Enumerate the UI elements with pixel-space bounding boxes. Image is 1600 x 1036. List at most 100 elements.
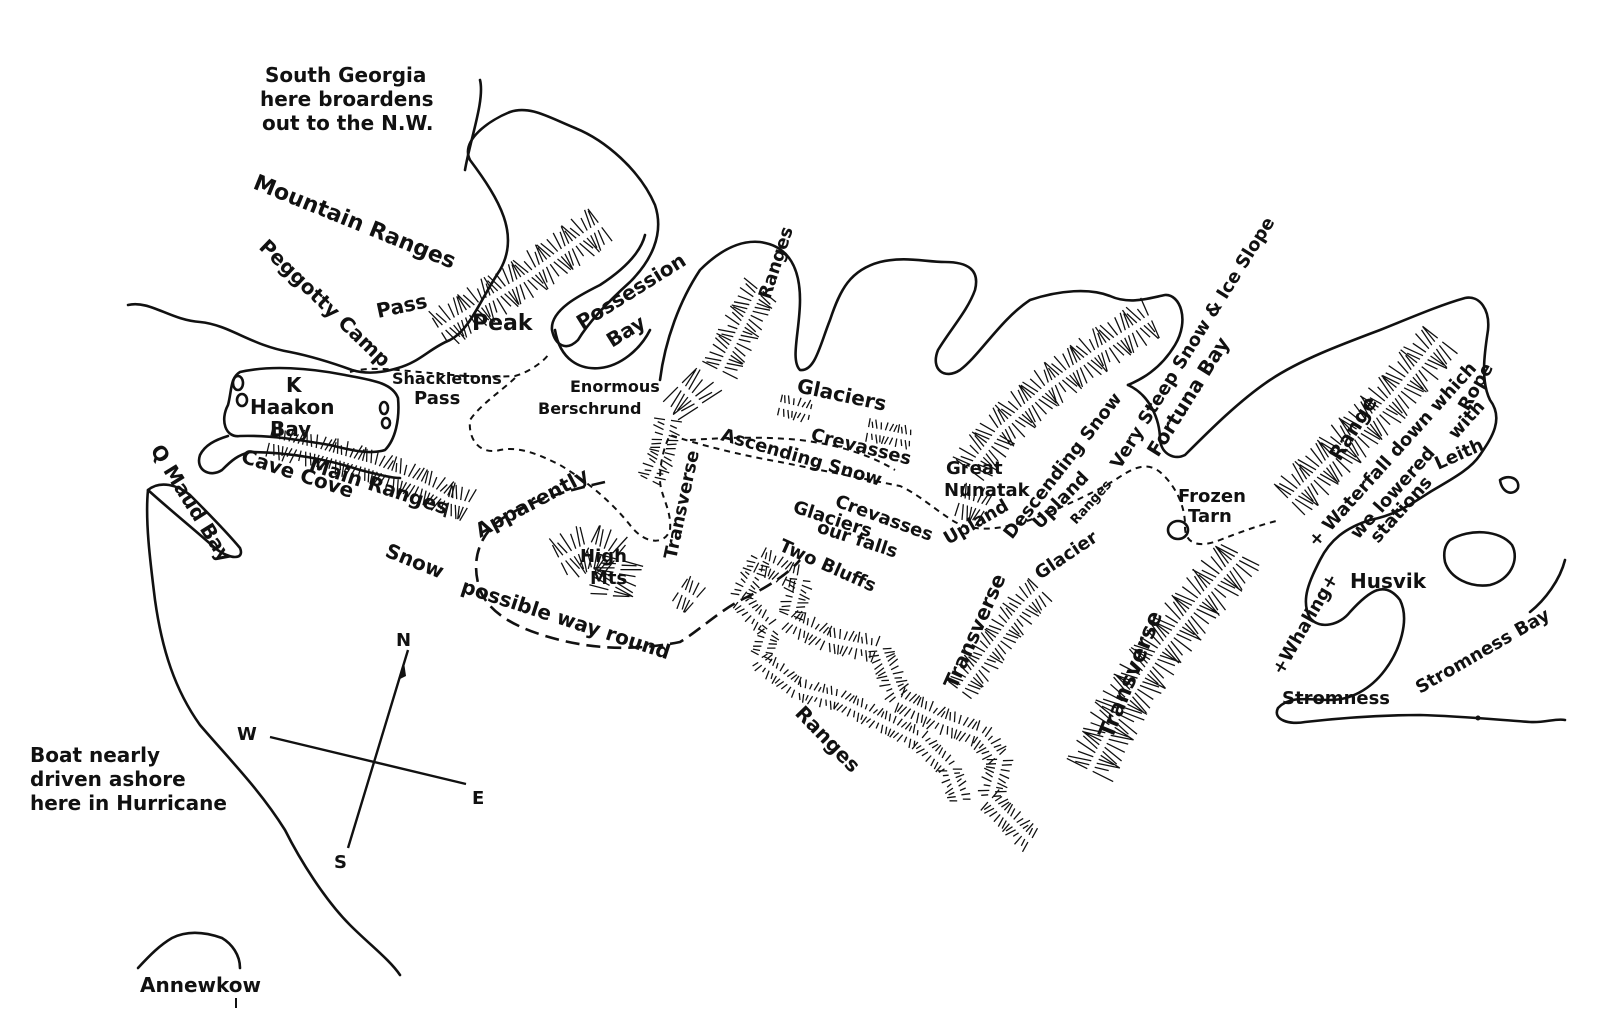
ridge-high-mts-hachures — [548, 525, 644, 598]
compass-ns-line — [346, 649, 410, 849]
ridge-high-mts — [548, 525, 644, 598]
label-pass: Pass — [374, 289, 429, 323]
label-ice-slope: Very Steep Snow & Ice Slope — [1106, 213, 1279, 472]
ridge-glacier-a-hachures — [776, 394, 813, 423]
stromness-bay-right — [1528, 558, 1567, 614]
ridge-glacier-a — [776, 394, 813, 423]
label-high: High — [580, 546, 627, 567]
ridge-peak-hachures — [428, 208, 613, 345]
ridge-ranges-north — [702, 277, 777, 380]
nw-coast — [463, 78, 483, 172]
ridge-nunatak-mass — [952, 297, 1160, 482]
stromness-coast — [1275, 453, 1567, 725]
label-q-maud-bay: Q Maud Bay — [146, 440, 237, 566]
label-descending-snow: Descending Snow — [999, 389, 1126, 543]
maud-bay-coast — [146, 483, 243, 559]
north-coast — [126, 108, 660, 374]
boat-note-line-3: here in Hurricane — [30, 791, 227, 815]
caption-line-1: South Georgia — [265, 63, 426, 87]
ridge-bluff-wave-2 — [730, 554, 971, 802]
ridge-small-1 — [671, 575, 706, 613]
ridge-transverse-2-hachures — [946, 577, 1053, 700]
label-k: K — [286, 373, 303, 397]
route-dotted-2 — [689, 436, 896, 471]
label-upland-2: Upland — [940, 495, 1012, 549]
ridge-nunatak-mass-hachures — [952, 297, 1160, 482]
lake-2 — [235, 392, 249, 408]
ridge-range-right-hachures — [1273, 325, 1458, 516]
southwest-coast — [145, 488, 402, 977]
ridge-peak — [428, 208, 613, 345]
ridge-nunatak-hachures — [954, 482, 996, 527]
ridge-transverse-big — [1066, 544, 1260, 783]
boat-note-line-1: Boat nearly — [30, 743, 160, 767]
possession-inner — [553, 328, 652, 370]
frozen-tarn — [1166, 519, 1190, 541]
label-haakon-bay: Bay — [270, 417, 311, 441]
lake-4 — [380, 416, 392, 430]
label-glacier: Glacier — [1031, 527, 1102, 584]
label-great: Great — [946, 458, 1003, 479]
label-shackletons-pass: Pass — [414, 388, 460, 409]
label-berschrund: Berschrund — [538, 399, 641, 418]
possession-bay-coast — [658, 240, 1184, 387]
ridge-berschrund-hachures — [662, 367, 723, 421]
ridge-glacier-b — [865, 418, 912, 450]
caption-line-3: out to the N.W. — [262, 111, 433, 135]
route-possible-way-round — [474, 480, 801, 650]
ridge-transverse-2 — [946, 577, 1053, 700]
label-mts: Mts — [590, 568, 627, 589]
ridge-bluff-wave-hachures — [753, 547, 1039, 853]
label-peak: Peak — [472, 311, 534, 336]
compass-rose: N S E W — [237, 630, 484, 873]
leith-islet — [1498, 475, 1520, 494]
label-ascending-snow: Ascending Snow — [719, 425, 884, 491]
ridge-main-knob-hachures — [443, 482, 477, 522]
lake-1 — [231, 374, 245, 392]
label-stromness-bay: Stromness Bay — [1412, 604, 1554, 698]
compass-e-label: E — [472, 788, 484, 809]
compass-north-arrow — [398, 662, 406, 680]
boat-note-line-2: driven ashore — [30, 767, 186, 791]
label-enormous: Enormous — [570, 377, 660, 396]
ridge-range-right — [1273, 325, 1458, 516]
ridge-glacier-b-hachures — [865, 418, 912, 450]
ridge-nunatak — [954, 482, 996, 527]
fortuna-east-coast — [1126, 296, 1498, 459]
label-glaciers-top: Glaciers — [795, 373, 889, 415]
label-transverse-3: Transverse — [939, 570, 1011, 692]
husvik-islet — [1442, 530, 1517, 587]
lake-3 — [378, 400, 390, 416]
ridge-transverse-1 — [638, 417, 682, 486]
label-frozen: Frozen — [1178, 486, 1246, 507]
label-possible-way-round: possible way round — [458, 574, 673, 664]
haakon-south-coast — [197, 434, 402, 480]
mountain-ridges — [265, 208, 1458, 853]
compass-we-line — [269, 735, 467, 786]
route-dotted — [349, 354, 1281, 546]
ridge-ranges-north-hachures — [702, 277, 777, 380]
label-annewkow: Annewkow — [140, 973, 261, 997]
ridge-transverse-big-hachures — [1066, 544, 1260, 783]
label-tarn: Tarn — [1188, 506, 1232, 527]
caption-line-2: here broardens — [260, 87, 434, 111]
compass-w-label: W — [237, 724, 257, 745]
ridge-small-1-hachures — [671, 575, 706, 613]
compass-n-label: N — [396, 630, 411, 651]
label-transverse-2: Transverse — [1094, 608, 1168, 743]
stromness-dot — [1475, 715, 1481, 721]
ridge-bluff-wave — [753, 547, 1039, 853]
label-stromness: Stromness — [1282, 688, 1390, 709]
label-nunatak: Nunatak — [944, 480, 1031, 501]
map-labels: South Georgia here broardens out to the … — [30, 63, 1554, 1008]
ridge-haakon-main — [265, 423, 456, 518]
label-cave-cove: Cave Cove — [238, 444, 356, 503]
label-snow: Snow — [382, 538, 447, 583]
ridge-haakon-main-hachures — [265, 423, 456, 518]
label-husvik: Husvik — [1350, 569, 1427, 593]
compass-s-label: S — [334, 852, 347, 873]
label-haakon: Haakon — [250, 395, 334, 419]
routes — [349, 354, 1281, 650]
ridge-transverse-1-hachures — [638, 417, 682, 486]
